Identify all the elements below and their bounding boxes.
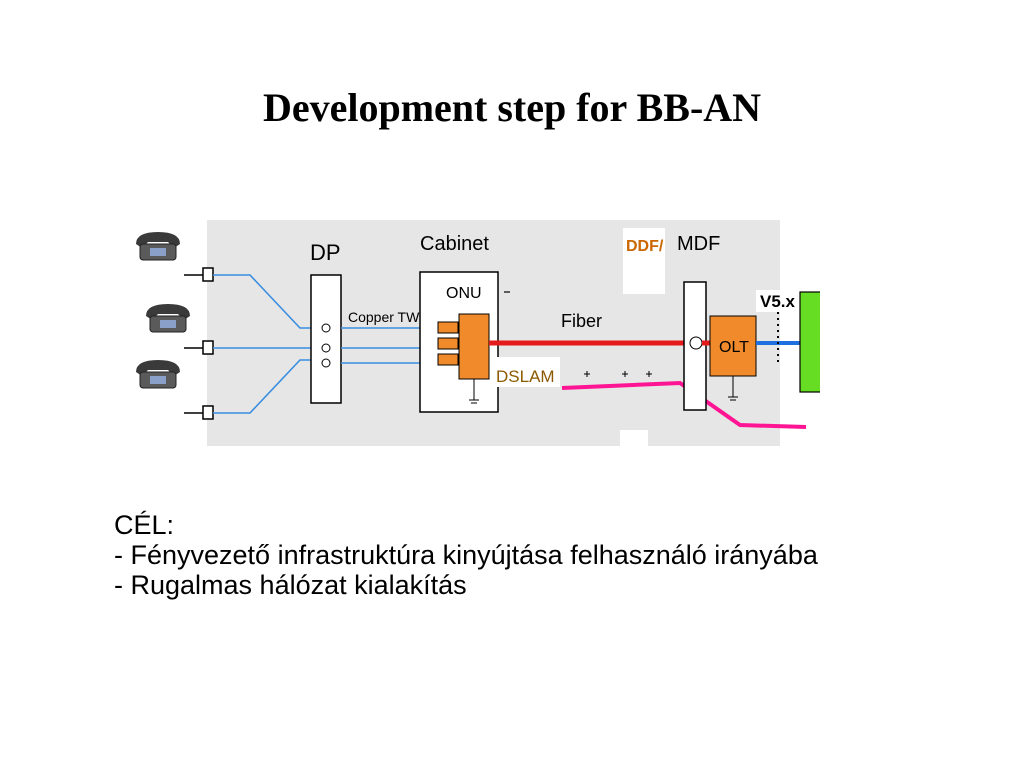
onu-box	[458, 313, 490, 380]
goal-line-2: - Rugalmas hálózat kialakítás	[114, 570, 467, 600]
slide-title: Development step for BB-AN	[262, 85, 762, 130]
copper-twp-label: Copper TWP	[348, 309, 429, 325]
telephone-icon	[146, 304, 190, 333]
dp-terminal	[321, 358, 331, 368]
ground-icon	[469, 399, 479, 404]
fiber-label: Fiber	[561, 311, 602, 331]
onu-port	[437, 353, 459, 366]
ddf-label: DDF/	[626, 238, 664, 255]
network-diagram: DP Copper TWP Cabinet ONU Fiber DSLAM	[120, 210, 820, 450]
exchange-switch-box	[799, 291, 820, 393]
network-diagram-svg: DP Copper TWP Cabinet ONU Fiber DSLAM	[136, 220, 820, 446]
goal-line-1: - Fényvezető infrastruktúra kinyújtása f…	[114, 540, 818, 570]
dp-terminal	[321, 343, 331, 353]
slide-body: CÉL: - Fényvezető infrastruktúra kinyújt…	[114, 510, 914, 600]
onu-port	[437, 337, 459, 350]
dp-box	[310, 274, 342, 404]
dslam-label: DSLAM	[496, 367, 555, 386]
onu-label: ONU	[446, 285, 482, 302]
dslam-markers	[584, 371, 652, 377]
panel-notch	[620, 430, 648, 446]
dslam-label-bg	[492, 357, 560, 387]
mdf-label: MDF	[677, 233, 720, 255]
mdf-terminal	[689, 336, 703, 350]
telephone-icon	[136, 232, 180, 261]
v5-label: V5.x	[760, 292, 796, 311]
cabinet-label: Cabinet	[420, 233, 489, 255]
olt-label: OLT	[719, 339, 749, 356]
olt-box	[709, 315, 757, 377]
v5-label-bg	[756, 290, 800, 312]
telephone-icon	[136, 360, 180, 389]
goal-heading: CÉL:	[114, 510, 175, 540]
dp-terminal	[321, 323, 331, 333]
ground-icon	[728, 396, 738, 401]
onu-port	[437, 321, 459, 334]
dp-label: DP	[310, 240, 341, 265]
copper-drop-lines	[213, 274, 311, 414]
dslam-line	[561, 380, 807, 429]
ddf-bg	[623, 228, 665, 294]
